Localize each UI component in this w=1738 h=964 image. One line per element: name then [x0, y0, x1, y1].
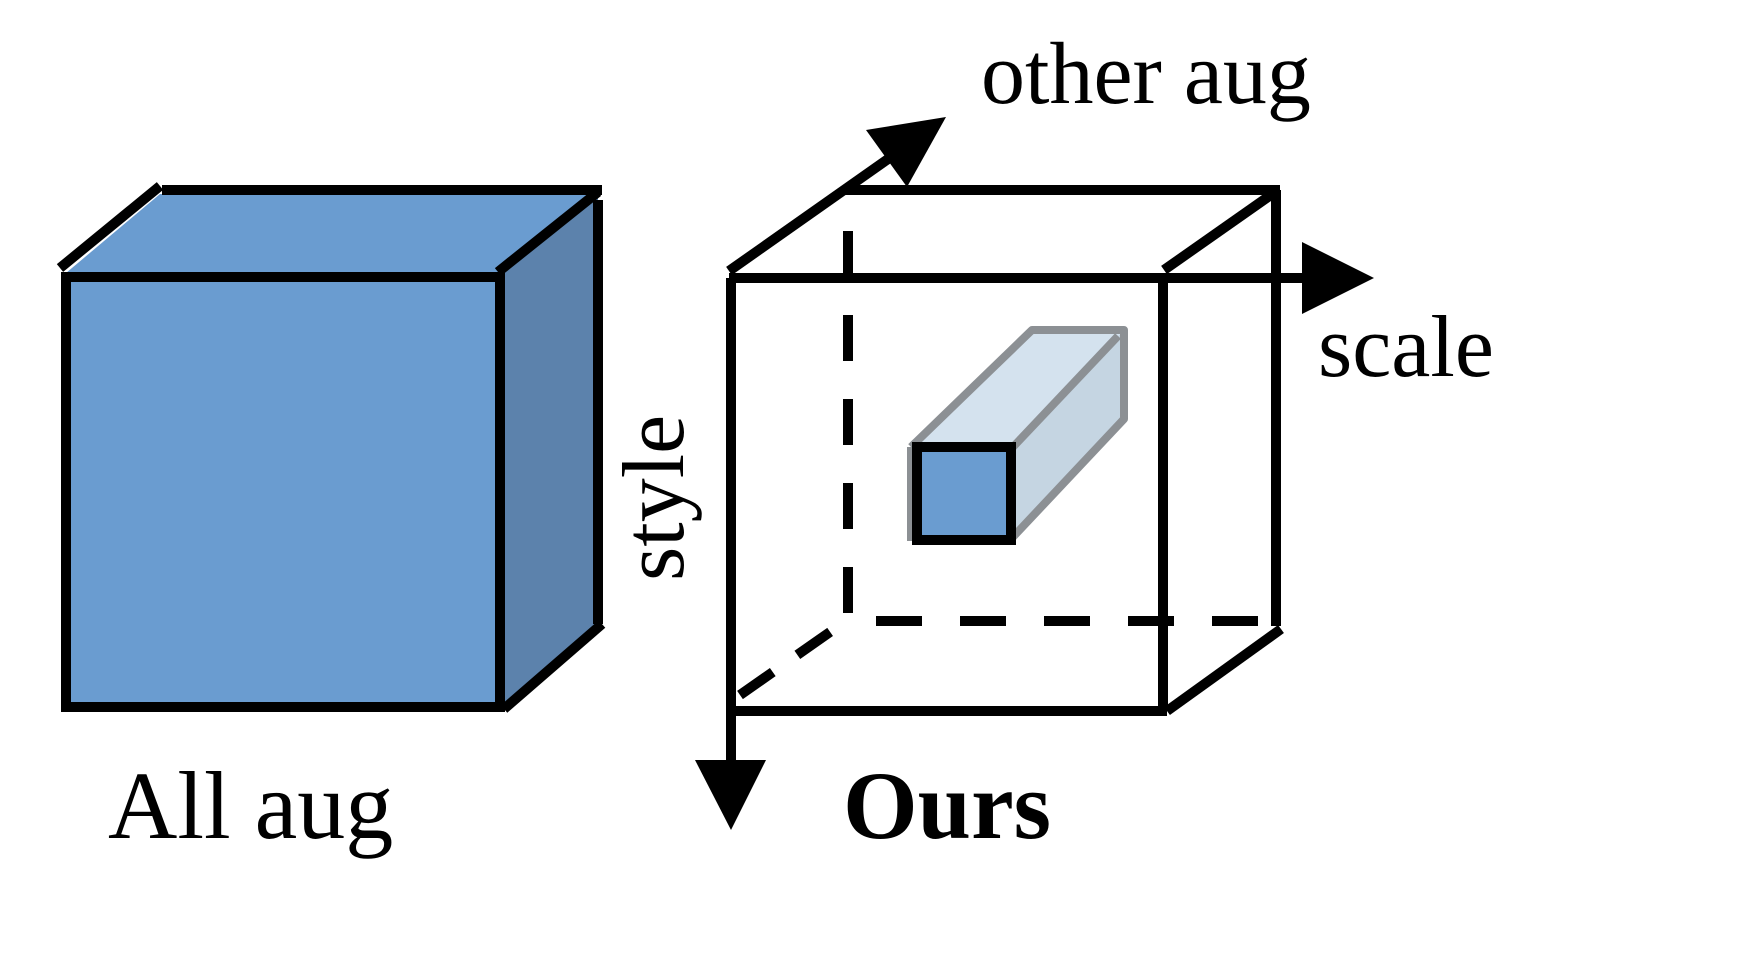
small-box-front-outline	[912, 442, 1016, 545]
small-box-top-face	[911, 330, 1124, 447]
all-aug-cube-front-outline	[61, 272, 505, 712]
small-box-front-face	[917, 447, 1011, 540]
style-axis-label: style	[606, 415, 703, 581]
style-axis-arrowhead	[695, 760, 766, 830]
ours-top-left-diagonal	[726, 147, 901, 276]
scale-axis-label: scale	[1318, 299, 1494, 396]
all-aug-cube-front-face	[66, 277, 500, 707]
ours-top-right-diagonal	[1161, 185, 1281, 275]
all-aug-cube-top-face	[66, 194, 598, 273]
ours-caption: Ours	[843, 752, 1051, 859]
all-aug-caption: All aug	[108, 752, 393, 859]
all-aug-cube-left-diagonal-edge	[56, 182, 164, 272]
all-aug-cube-side-face	[500, 194, 598, 707]
ours-small-box	[907, 326, 1128, 545]
ours-hidden-diagonal-edge	[737, 613, 853, 700]
other-aug-axis-arrowhead	[866, 117, 946, 187]
all-aug-cube	[56, 182, 606, 713]
ours-bottom-right-diagonal	[1164, 624, 1284, 716]
scale-axis-arrowhead	[1302, 242, 1374, 314]
all-aug-cube-bottom-diagonal-edge	[500, 620, 606, 713]
ours-cube	[695, 117, 1374, 830]
other-aug-axis-label: other aug	[981, 26, 1311, 123]
all-aug-cube-right-top-diagonal-edge	[494, 188, 602, 276]
small-box-side-face	[1013, 330, 1124, 537]
